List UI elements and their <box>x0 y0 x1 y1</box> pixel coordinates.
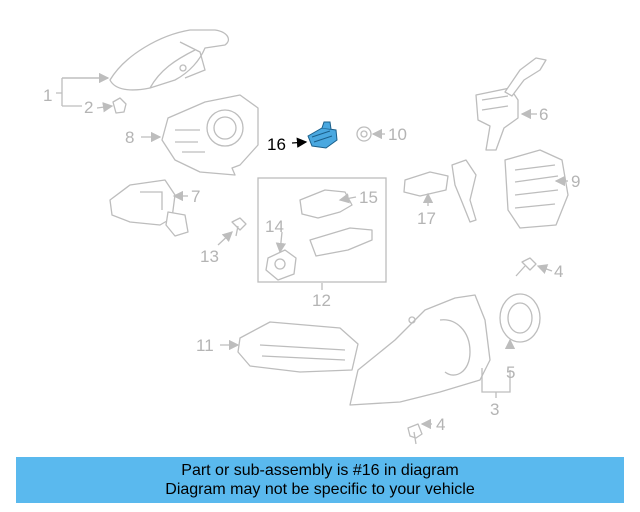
part-13-bolt <box>231 217 247 237</box>
callout-16: 16 <box>267 135 286 154</box>
callout-10: 10 <box>388 125 407 144</box>
callout-12: 12 <box>312 291 331 310</box>
callout-13: 13 <box>200 247 219 266</box>
callout-11: 11 <box>196 336 214 355</box>
part-16-highlighted-module <box>307 121 338 149</box>
part-7-ignition-switch <box>109 179 189 237</box>
part-9-multifunction-switch <box>504 149 569 229</box>
callout-14: 14 <box>265 217 284 236</box>
callout-2: 2 <box>84 98 93 117</box>
part-2-clip <box>112 97 127 114</box>
part-6-wiper-switch <box>475 57 547 151</box>
part-8-switch-housing <box>161 94 259 176</box>
callout-15: 15 <box>359 188 378 207</box>
callout-9: 9 <box>571 172 580 191</box>
part-4-bolt-lower <box>407 423 423 445</box>
banner-line-1: Part or sub-assembly is #16 in diagram <box>181 462 459 479</box>
callout-4-upper: 4 <box>554 262 563 281</box>
callout-4-lower: 4 <box>436 415 445 434</box>
part-17-switch-lever <box>403 159 477 223</box>
banner-line-2: Diagram may not be specific to your vehi… <box>165 481 475 498</box>
callout-3: 3 <box>490 400 499 419</box>
part-3-lower-panel <box>349 294 491 406</box>
part-10-nut <box>356 126 372 142</box>
part-1-column-cover <box>109 29 229 91</box>
part-4-bolt-upper <box>515 257 537 277</box>
part-5-ring <box>499 293 541 343</box>
callout-6: 6 <box>539 105 548 124</box>
part-info-banner: Part or sub-assembly is #16 in diagram D… <box>16 457 624 503</box>
callout-5: 5 <box>506 363 515 382</box>
part-11-control-module <box>237 321 359 373</box>
callout-8: 8 <box>125 128 134 147</box>
callout-17: 17 <box>417 209 436 228</box>
callout-7: 7 <box>191 187 200 206</box>
callout-1: 1 <box>43 86 52 105</box>
